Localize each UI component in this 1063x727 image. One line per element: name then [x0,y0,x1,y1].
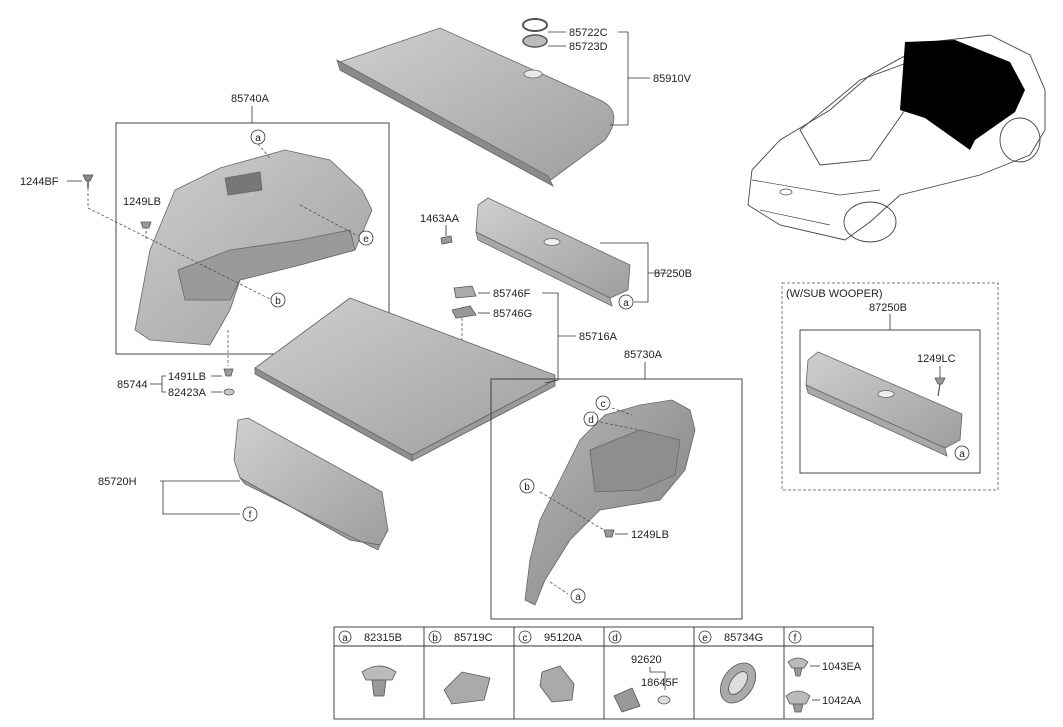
svg-text:b: b [432,633,438,644]
svg-text:a: a [342,633,348,644]
trunk-sill-subwoofer [805,351,963,457]
label-82423A: 82423A [168,387,207,399]
legend-cell-d: d 92620 18645F [608,630,679,713]
right-quarter-trim [524,399,696,606]
svg-text:a: a [255,133,261,144]
bolt-1463AA [440,235,453,245]
callout-b-2: b [519,478,535,494]
trunk-sill-87250B [475,197,631,307]
label-85723D: 85723D [569,41,608,53]
label-85746G: 85746G [493,308,532,320]
svg-text:f: f [794,633,797,644]
label-1463AA: 1463AA [420,213,460,225]
callout-a-4: a [954,445,970,461]
svg-text:c: c [601,399,606,410]
legend-table: a 82315B b 85719C c 95120A d 92620 18645… [333,626,874,720]
svg-text:d: d [612,633,618,644]
callout-c-1: c [595,395,611,411]
callout-a-2: a [618,294,634,310]
label-85740A: 85740A [231,93,270,105]
callout-e-1: e [358,230,374,246]
svg-text:d: d [588,415,594,426]
label-85716A: 85716A [579,331,618,343]
clip-1249LB-left [140,221,152,229]
label-85910V: 85910V [653,73,692,85]
label-87250B-main: 87250B [654,268,692,280]
legend-cell-e: e 85734G [698,630,763,704]
svg-text:95120A: 95120A [544,632,583,644]
svg-text:1042AA: 1042AA [822,695,862,707]
svg-text:85734G: 85734G [724,632,763,644]
label-87250B-sub: 87250B [869,302,907,314]
svg-text:18645F: 18645F [641,677,679,689]
washer-82423A [223,388,235,396]
label-85746F: 85746F [493,288,531,300]
svg-text:e: e [702,633,708,644]
label-1249LB-left: 1249LB [123,196,161,208]
luggage-board-85716A [254,297,556,462]
svg-text:c: c [523,633,528,644]
label-85730A: 85730A [624,349,663,361]
label-85722C: 85722C [569,27,608,39]
svg-text:1043EA: 1043EA [822,661,862,673]
legend-cell-f: f 1043EA 1042AA [785,630,862,713]
svg-text:e: e [363,234,369,245]
label-85720H: 85720H [98,476,137,488]
label-subwoofer-title: (W/SUB WOOPER) [786,288,883,300]
label-1249LC: 1249LC [917,353,956,365]
svg-text:82315B: 82315B [364,632,402,644]
ring-85722C [522,18,548,32]
svg-text:a: a [623,298,629,309]
box-85740A [115,122,390,355]
handle-cover-85746G [451,305,477,319]
callout-f-1: f [242,506,258,522]
svg-text:a: a [575,592,581,603]
screw-1244BF [82,174,94,188]
svg-text:a: a [959,449,965,460]
svg-text:b: b [524,482,530,493]
svg-text:f: f [249,510,252,521]
clip-1249LB-right [603,529,615,538]
callout-d-1: d [583,411,599,427]
left-quarter-trim [134,149,373,346]
legend-cell-a: a 82315B [338,630,402,697]
svg-text:92620: 92620 [631,654,662,666]
legend-cell-c: c 95120A [518,630,583,703]
legend-cell-b: b 85719C [428,630,493,705]
callout-a-1: a [250,129,266,145]
vehicle-illustration [747,34,1046,243]
label-1249LB-right: 1249LB [631,529,669,541]
label-1491LB: 1491LB [168,371,206,383]
handle-85746F [453,285,477,299]
box-subwoofer-variant [781,282,999,491]
box-85730A [490,378,743,620]
cargo-cover-85910V [336,27,615,187]
callout-b-1: b [270,292,286,308]
svg-text:b: b [275,296,281,307]
label-85744: 85744 [117,379,148,391]
transverse-trim-85720H [233,417,389,551]
label-1244BF: 1244BF [20,176,59,188]
ring-85723D [522,34,548,48]
bolt-1491LB [223,368,234,377]
callout-a-3: a [570,588,586,604]
svg-text:85719C: 85719C [454,632,493,644]
screw-1249LC [934,377,946,397]
